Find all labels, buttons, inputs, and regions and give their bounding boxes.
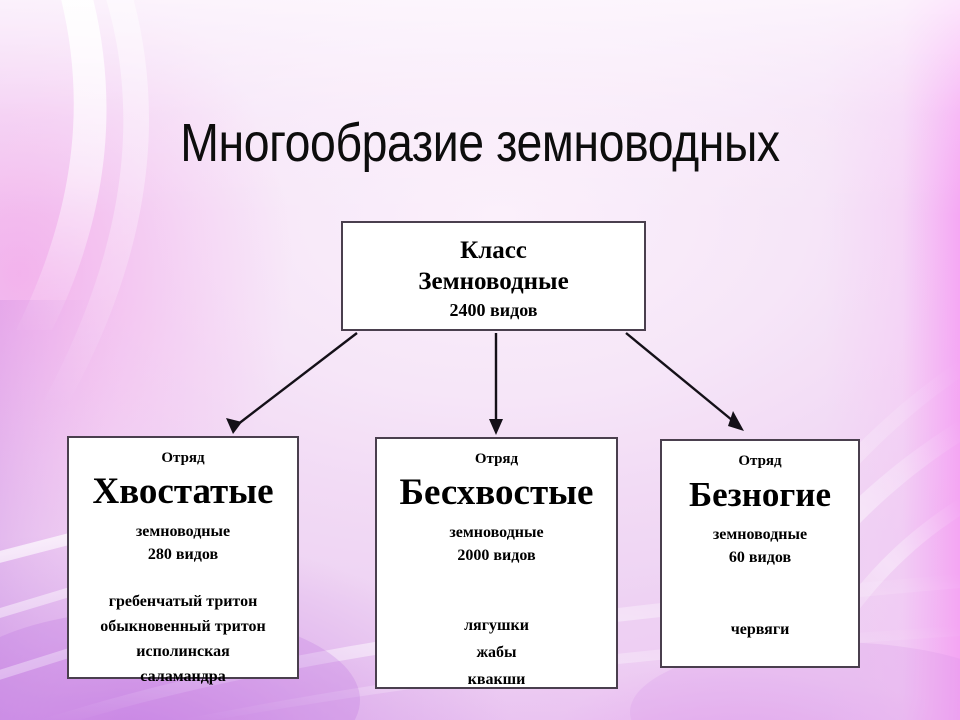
node-order-anura: Отряд Бесхвостые земноводные 2000 видов …	[375, 437, 618, 689]
order-rank-label: Отряд	[474, 451, 519, 467]
arrow-to-apoda	[625, 332, 744, 431]
arrow-to-urodela	[226, 332, 358, 434]
order-rank-label: Отряд	[161, 450, 205, 466]
order-example-item: гребенчатый тритон	[108, 593, 258, 610]
node-order-urodela: Отряд Хвостатые земноводные 280 видов гр…	[67, 436, 299, 685]
order-example-item: обыкновенный тритон	[100, 618, 266, 635]
order-example-item: червяги	[730, 621, 790, 638]
order-species-count: 2000 видов	[457, 547, 536, 564]
order-rank-label: Отряд	[738, 453, 782, 469]
order-example-item: лягушки	[464, 617, 529, 634]
order-example-item: саламандра	[140, 668, 226, 685]
order-example-item: исполинская	[136, 643, 230, 660]
order-subtitle: земноводные	[135, 523, 231, 540]
order-species-count: 280 видов	[147, 546, 219, 563]
order-example-list: гребенчатый тритон обыкновенный тритон и…	[69, 589, 297, 689]
order-name: Хвостатые	[92, 471, 274, 512]
order-subtitle: земноводные	[712, 526, 808, 543]
class-rank-label: Класс	[460, 237, 527, 264]
order-species-count: 60 видов	[728, 549, 792, 566]
node-order-apoda: Отряд Безногие земноводные 60 видов черв…	[660, 439, 860, 668]
arrow-to-anura	[489, 333, 503, 435]
class-species-count: 2400 видов	[449, 300, 538, 320]
order-name: Бесхвостые	[399, 472, 594, 513]
order-name: Безногие	[689, 475, 831, 514]
order-example-list: лягушки жабы квакши	[377, 612, 616, 693]
order-subtitle: земноводные	[449, 524, 544, 541]
order-example-list: червяги	[662, 617, 858, 642]
order-example-item: квакши	[467, 671, 526, 688]
slide-title: Многообразие земноводных	[180, 113, 780, 173]
class-name: Земноводные	[418, 268, 569, 295]
node-class-amphibia: Класс Земноводные 2400 видов	[341, 221, 646, 331]
order-example-item: жабы	[476, 644, 517, 661]
